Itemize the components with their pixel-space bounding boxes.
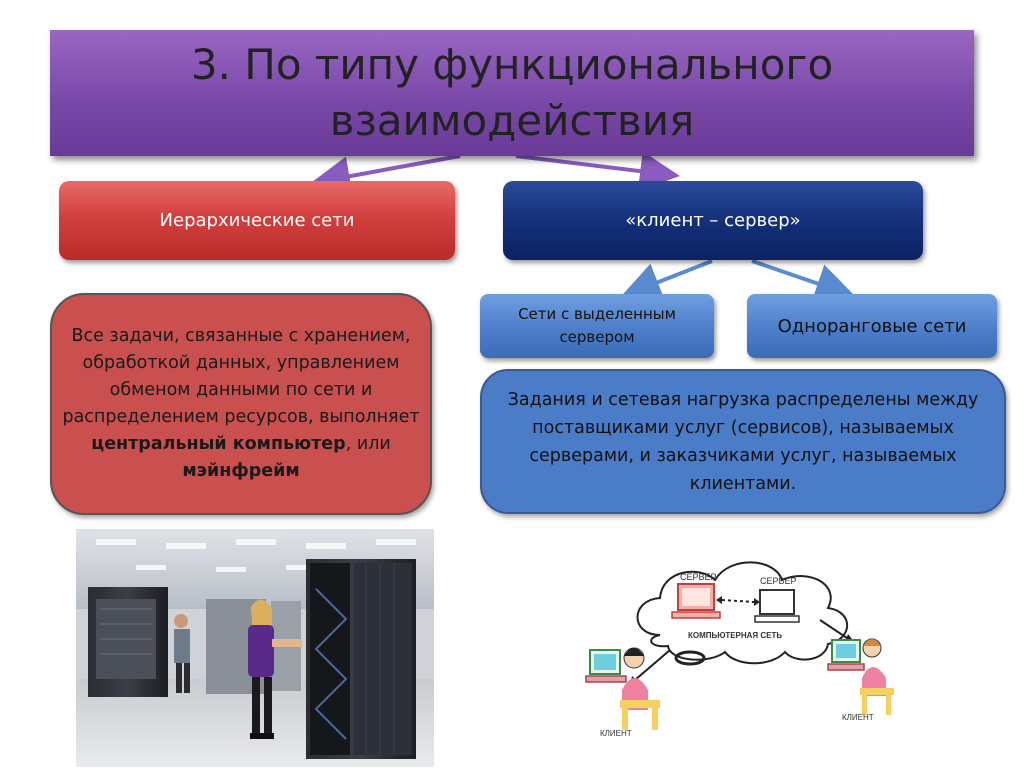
- hierarchical-description-text: Все задачи, связанные с хранением, обраб…: [62, 323, 420, 485]
- cloud-shape: [636, 561, 849, 665]
- server-1-icon: [671, 583, 721, 619]
- arrow-to-client-server: [515, 151, 680, 191]
- desc-bold-central-computer: центральный компьютер: [91, 434, 346, 454]
- arrow-to-hierarchical: [310, 154, 461, 196]
- cable-icon: [674, 650, 706, 666]
- network-diagram: СЕРВЕР СЕРВЕР КОМПЬЮТЕРНАЯ СЕТЬ: [585, 561, 894, 738]
- server-label-2: СЕРВЕР: [760, 576, 797, 586]
- desc-bold-mainframe: мэйнфрейм: [182, 461, 300, 481]
- link-client-2: [819, 619, 851, 641]
- client-1-icon: [585, 647, 660, 730]
- client-2-icon: [827, 638, 894, 715]
- peer-label: Одноранговые сети: [777, 315, 967, 337]
- client-label-1: КЛИЕНТ: [600, 729, 632, 738]
- client-server-label: «клиент – сервер»: [625, 210, 801, 231]
- dedicated-line-1: Сети с выделенным: [518, 305, 676, 323]
- dedicated-server-box: Сети с выделенным сервером: [480, 294, 714, 358]
- hierarchical-networks-box: Иерархические сети: [59, 181, 455, 260]
- link-client-1: [634, 649, 671, 681]
- title-line-2: взаимодействия: [329, 96, 695, 145]
- client-label-2: КЛИЕНТ: [842, 713, 874, 722]
- server-label-1: СЕРВЕР: [680, 572, 717, 582]
- client-server-illustration: СЕРВЕР СЕРВЕР КОМПЬЮТЕРНАЯ СЕТЬ: [570, 540, 900, 767]
- server-link: [721, 599, 755, 603]
- title-line-1: 3. По типу функционального: [190, 40, 834, 89]
- mainframe-photo: [76, 529, 434, 767]
- hierarchical-label: Иерархические сети: [159, 210, 355, 231]
- arrow-to-peer: [751, 259, 856, 303]
- desc-part-1: Все задачи, связанные с хранением, обраб…: [62, 326, 420, 427]
- network-label: КОМПЬЮТЕРНАЯ СЕТЬ: [688, 631, 782, 640]
- mainframe-photo-image: [76, 529, 434, 767]
- page-title: 3. По типу функционального взаимодействи…: [50, 30, 974, 156]
- client-server-box: «клиент – сервер»: [503, 181, 923, 260]
- desc-part-2: , или: [345, 434, 391, 454]
- client-server-description: Задания и сетевая нагрузка распределены …: [480, 369, 1006, 514]
- server-2-icon: [754, 589, 800, 623]
- client-server-description-text: Задания и сетевая нагрузка распределены …: [507, 389, 979, 494]
- arrow-to-dedicated: [620, 259, 713, 301]
- hierarchical-description: Все задачи, связанные с хранением, обраб…: [50, 293, 432, 515]
- dedicated-line-2: сервером: [559, 328, 635, 346]
- peer-to-peer-box: Одноранговые сети: [747, 294, 997, 358]
